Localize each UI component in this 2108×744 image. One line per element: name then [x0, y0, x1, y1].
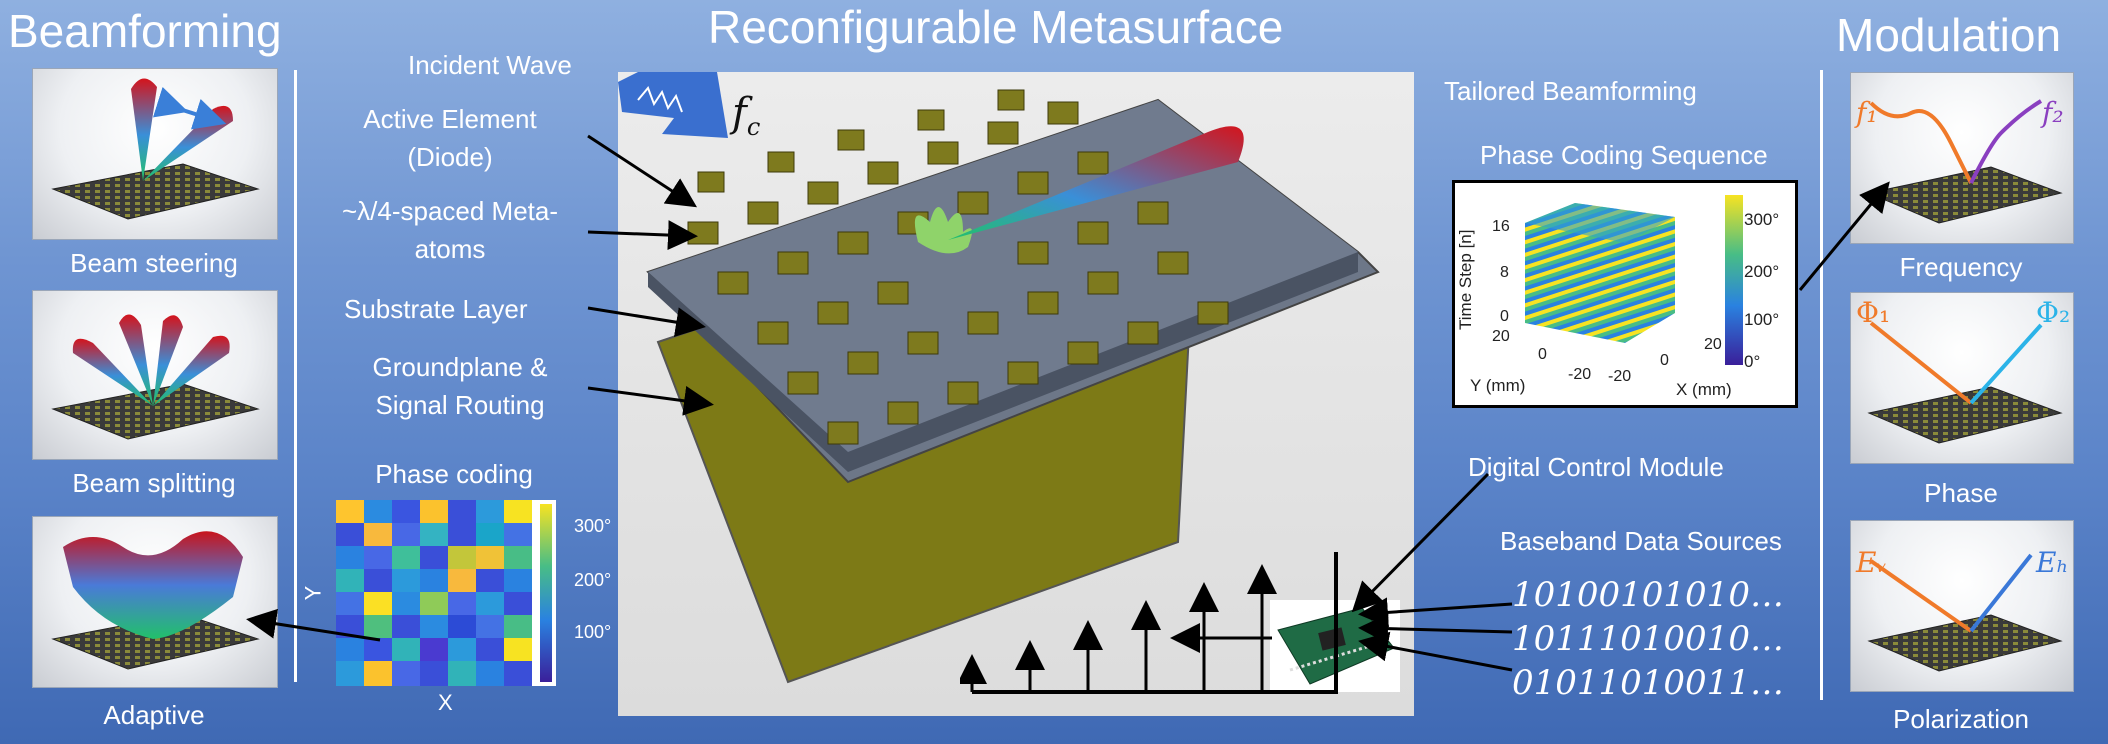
modulation-title: Modulation — [1836, 9, 2062, 61]
freq-in-symbol: f₁ — [1856, 96, 1878, 129]
phase-coding-heatmap — [336, 500, 556, 686]
phase-label: Phase — [1924, 478, 1998, 508]
phase-cube-illustration — [1525, 195, 1743, 365]
beam-steering-panel — [32, 68, 278, 240]
beam-steering-label: Beam steering — [70, 248, 238, 278]
pc-tick-100: 100° — [574, 622, 612, 642]
left-divider — [294, 70, 297, 682]
control-arrows — [960, 472, 1513, 694]
metasurface-title: Reconfigurable Metasurface — [708, 1, 1284, 53]
cube-cb-tick-100: 100° — [1744, 310, 1780, 329]
frequency-illustration — [1867, 99, 2063, 224]
tailored-beamforming-label: Tailored Beamforming — [1444, 76, 1697, 106]
frequency-label: Frequency — [1899, 252, 2023, 282]
cube-x-tick-20: 20 — [1704, 336, 1722, 353]
cube-cb-tick-0: 0° — [1744, 352, 1761, 371]
groundplane-label: Groundplane &Signal Routing — [372, 352, 548, 420]
cube-cb-tick-300: 300° — [1744, 210, 1780, 229]
pol-in-symbol: Eᵥ — [1856, 546, 1887, 579]
pc-xlabel: X — [438, 690, 453, 715]
phase-out-symbol: Φ₂ — [2036, 296, 2071, 329]
cube-xlabel: X (mm) — [1676, 380, 1732, 399]
bit-stream-1: 10100101010… — [1512, 575, 1784, 615]
phase-coding-grid — [336, 500, 552, 686]
cube-y-tick-m20: -20 — [1568, 366, 1592, 383]
cube-time-label: Time Step [n] — [1456, 229, 1475, 330]
substrate-label: Substrate Layer — [344, 294, 528, 324]
adaptive-illustration — [51, 531, 260, 670]
cube-y-tick-20: 20 — [1492, 328, 1510, 345]
cube-ylabel: Y (mm) — [1470, 376, 1526, 395]
cube-x-tick-m20: -20 — [1608, 368, 1632, 385]
beam-splitting-illustration — [51, 314, 260, 440]
phase-coding-sequence-label: Phase Coding Sequence — [1480, 140, 1768, 170]
beam-steering-illustration — [51, 78, 260, 220]
metasurface-illustration — [618, 52, 1380, 684]
adaptive-panel — [32, 516, 278, 688]
frequency-panel — [1850, 72, 2074, 244]
beam-splitting-panel — [32, 290, 278, 460]
phase-illustration — [1867, 321, 2063, 444]
cube-t-tick-8: 8 — [1500, 264, 1509, 281]
label-pointer-arrows — [587, 134, 714, 416]
polarization-panel — [1850, 520, 2074, 692]
cube-y-tick-0: 0 — [1538, 346, 1547, 363]
pc-tick-300: 300° — [574, 516, 612, 536]
cube-t-tick-16: 16 — [1492, 218, 1510, 235]
pc-tick-200: 200° — [574, 570, 612, 590]
baseband-label: Baseband Data Sources — [1500, 526, 1782, 556]
meta-atoms-label: ~λ/4-spaced Meta-atoms — [341, 196, 559, 264]
digital-control-label: Digital Control Module — [1468, 452, 1724, 482]
cube-x-tick-0: 0 — [1660, 352, 1669, 369]
bit-stream-2: 10111010010… — [1512, 619, 1784, 659]
polarization-label: Polarization — [1893, 704, 2029, 734]
bit-stream-3: 01011010011… — [1512, 663, 1784, 703]
polarization-illustration — [1867, 553, 2063, 672]
cube-t-tick-0: 0 — [1500, 308, 1509, 325]
right-divider — [1820, 70, 1823, 700]
pol-out-symbol: Eₕ — [2036, 546, 2069, 579]
phase-sequence-plot — [1452, 180, 1798, 408]
beam-splitting-label: Beam splitting — [72, 468, 236, 498]
fc-symbol: fc — [732, 90, 761, 141]
freq-out-symbol: f₂ — [2042, 96, 2064, 129]
phase-coding-title: Phase coding — [375, 459, 533, 489]
adaptive-label: Adaptive — [103, 700, 205, 730]
active-element-label: Active Element(Diode) — [363, 104, 537, 172]
cube-cb-tick-200: 200° — [1744, 262, 1780, 281]
pc-ylabel: Y — [300, 585, 326, 601]
phase-panel — [1850, 292, 2074, 464]
phase-in-symbol: Φ₁ — [1856, 296, 1891, 329]
incident-wave-label: Incident Wave — [408, 50, 572, 80]
beamforming-title: Beamforming — [8, 5, 282, 57]
